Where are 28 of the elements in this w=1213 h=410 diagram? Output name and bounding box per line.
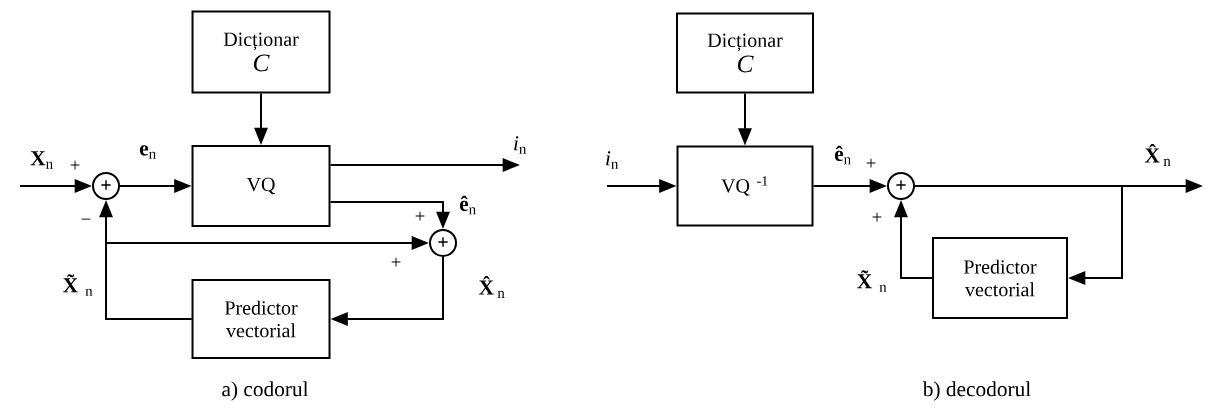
edge-label: i$_{n}$ [511, 134, 529, 156]
caption: b) decodorul [922, 381, 1031, 401]
process-box: Dicționar C [676, 12, 814, 94]
edge-label: ê$_{n}$ [457, 194, 479, 216]
edge-label: X̃$_{n}$ [855, 268, 889, 294]
summing-junction: + [887, 172, 915, 200]
process-box: VQ [191, 145, 331, 227]
sign-label: + [391, 257, 401, 267]
sign-label: − [81, 218, 91, 220]
process-box: Predictor vectorial [932, 237, 1068, 319]
edge-label: X̂$_{n}$ [1143, 142, 1173, 168]
process-box: Predictor vectorial [191, 279, 331, 359]
process-box: VQ $^{-1}$ [676, 145, 814, 227]
edge-label: X$_{n}$ [28, 149, 56, 171]
sign-label: + [70, 160, 80, 170]
edge-label: X̂$_{n}$ [477, 274, 507, 300]
edge-label: ê$_{n}$ [832, 144, 854, 166]
edge-label: X̃$_{n}$ [61, 272, 95, 298]
sign-label: + [415, 211, 425, 221]
sign-label: + [866, 158, 876, 168]
caption: a) codorul [222, 381, 309, 401]
edge-label: i$_{n}$ [603, 149, 621, 171]
summing-junction: + [429, 229, 457, 257]
edge-label: e$_{n}$ [137, 143, 159, 161]
summing-junction: + [92, 172, 120, 200]
process-box: Dicționar C [191, 10, 331, 94]
sign-label: + [872, 212, 882, 222]
arrow [914, 185, 1123, 285]
